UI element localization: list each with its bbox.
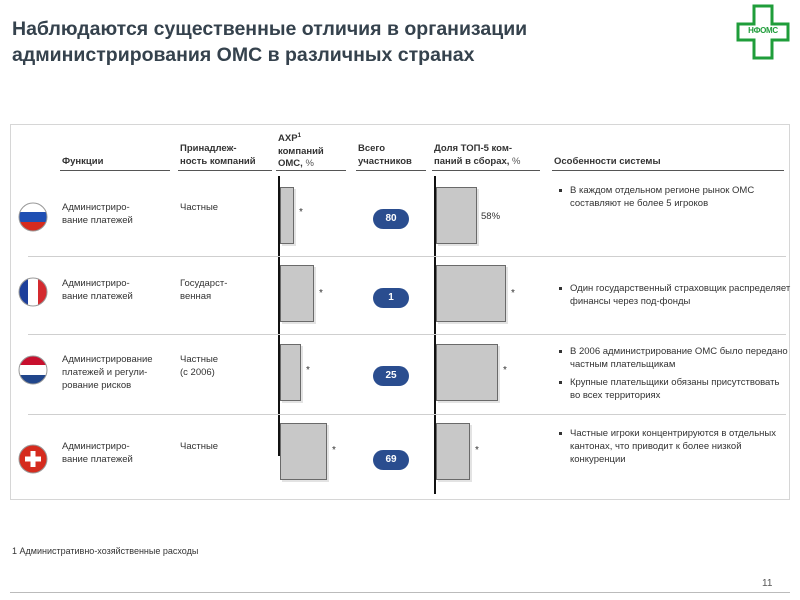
- admin-costs-bar: [280, 187, 294, 244]
- header-top5-underline: [432, 170, 540, 171]
- top5-share-marker: *: [511, 288, 515, 299]
- function-cell: Администриро- вание платежей: [62, 278, 133, 302]
- switzerland-flag-icon: [18, 444, 48, 474]
- participants-badge: 25: [373, 366, 409, 386]
- header-ownership-underline: [178, 170, 272, 171]
- admin-costs-bar: [280, 423, 327, 480]
- top5-share-marker: *: [503, 365, 507, 376]
- admin-costs-marker: *: [306, 365, 310, 376]
- participants-badge: 80: [373, 209, 409, 229]
- participants-badge: 1: [373, 288, 409, 308]
- top5-share-marker: *: [475, 445, 479, 456]
- header-functions: Функции: [62, 156, 104, 167]
- green-cross-logo: НФОМС: [736, 4, 790, 60]
- header-functions-underline: [60, 170, 170, 171]
- row-separator: [28, 334, 786, 335]
- page-number: 11: [762, 578, 773, 589]
- top5-share-bar: [436, 344, 498, 401]
- participants-badge: 69: [373, 450, 409, 470]
- header-admin-costs: АХР1 компаний ОМС, %: [278, 132, 324, 170]
- row-separator: [28, 414, 786, 415]
- feature-bullet: Один государственный страховщик распреде…: [559, 283, 791, 307]
- header-features-underline: [552, 170, 784, 171]
- page-title-line-1: Наблюдаются существенные отличия в орган…: [12, 18, 528, 40]
- table-frame: [10, 124, 790, 500]
- russia-flag-icon: [18, 202, 48, 232]
- logo-text: НФОМС: [748, 26, 778, 35]
- admin-costs-axis: [278, 176, 280, 456]
- admin-costs-marker: *: [299, 207, 303, 218]
- header-total-underline: [356, 170, 426, 171]
- ownership-cell: Частные (с 2006): [180, 354, 219, 378]
- function-cell: Администриро- вание платежей: [62, 441, 133, 465]
- admin-costs-marker: *: [319, 288, 323, 299]
- top5-share-value: 58%: [481, 211, 501, 222]
- admin-costs-bar: [280, 265, 314, 322]
- page-title: Наблюдаются существенные отличия в орган…: [12, 16, 712, 68]
- header-features: Особенности системы: [554, 156, 661, 167]
- admin-costs-bar: [280, 344, 301, 401]
- function-cell: Администрирование платежей и регули- ров…: [62, 354, 153, 391]
- top5-share-axis: [434, 176, 436, 494]
- page-title-line-2: администрирования ОМС в различных страна…: [12, 44, 475, 66]
- top5-share-bar: [436, 265, 506, 322]
- feature-bullet: В 2006 администрирование ОМС было переда…: [559, 345, 792, 371]
- feature-bullet: Частные игроки концентрируются в отдельн…: [559, 427, 792, 466]
- header-total-participants: Всего участников: [358, 143, 412, 167]
- top5-share-bar: [436, 187, 477, 244]
- admin-costs-marker: *: [332, 445, 336, 456]
- top5-share-bar: [436, 423, 470, 480]
- header-ownership: Принадлеж- ность компаний: [180, 143, 256, 167]
- function-cell: Администриро- вание платежей: [62, 202, 133, 226]
- header-admin-costs-underline: [276, 170, 346, 171]
- header-top5-share: Доля ТОП-5 ком- паний в сборах, %: [434, 143, 521, 167]
- netherlands-flag-icon: [18, 355, 48, 385]
- footer-divider: [10, 592, 790, 593]
- feature-bullet: Крупные плательщики обязаны присутствова…: [559, 376, 792, 402]
- ownership-cell: Частные: [180, 202, 219, 213]
- ownership-cell: Частные: [180, 441, 219, 452]
- feature-bullet: В каждом отдельном регионе рынок ОМС сос…: [559, 184, 792, 210]
- france-flag-icon: [18, 277, 48, 307]
- green-cross-icon: [736, 4, 790, 60]
- footnote: 1 Административно-хозяйственные расходы: [12, 546, 199, 556]
- ownership-cell: Государст- венная: [180, 278, 228, 302]
- row-separator: [28, 256, 786, 257]
